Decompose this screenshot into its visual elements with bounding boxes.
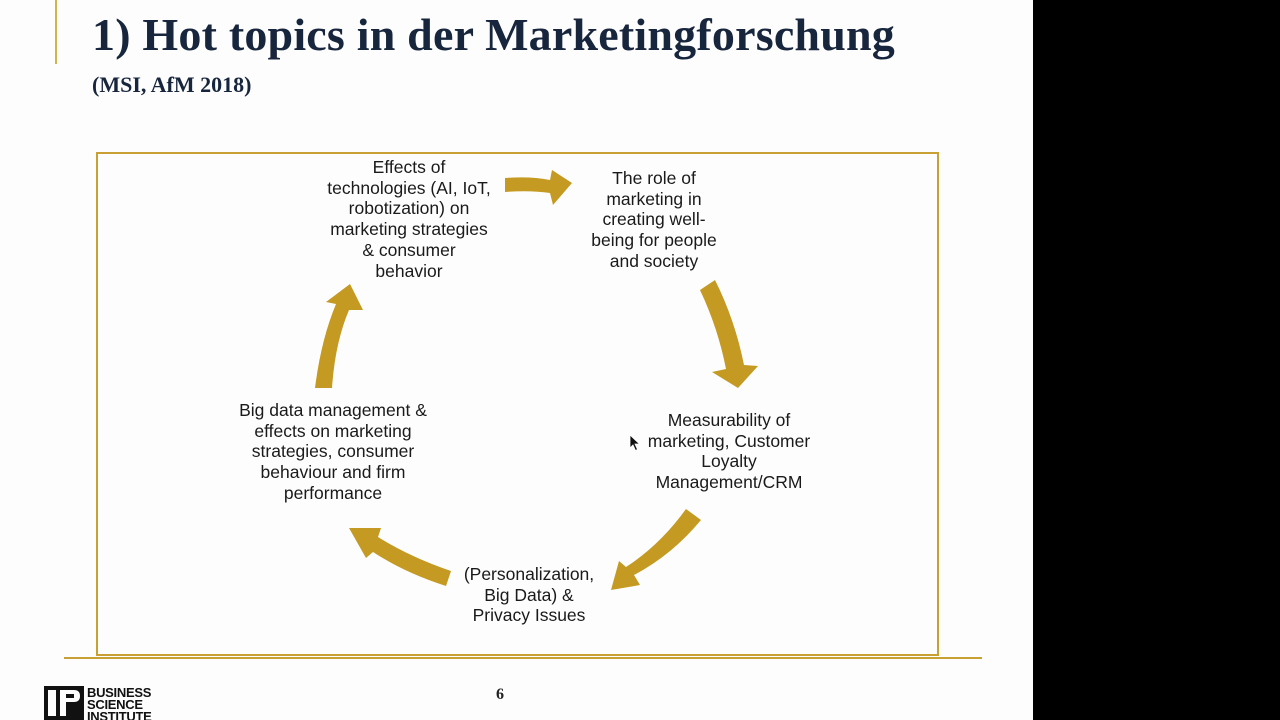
footer-rule: [64, 657, 982, 659]
mouse-pointer-icon: [629, 434, 641, 452]
page-number: 6: [496, 686, 504, 703]
cycle-arrows: [315, 170, 758, 590]
arrow-measurability-to-privacy: [611, 509, 701, 590]
logo-line-2: SCIENCE: [87, 697, 143, 712]
node-big-data: Big data management & effects on marketi…: [239, 400, 427, 503]
business-science-institute-logo: BUSINESS SCIENCE INSTITUTE: [44, 686, 174, 720]
diagram-frame: [96, 152, 939, 656]
logo-line-3: INSTITUTE: [87, 709, 152, 720]
node-technologies: Effects of technologies (AI, IoT, roboti…: [327, 157, 491, 281]
logo-line-1: BUSINESS: [87, 685, 152, 700]
slide-title: 1) Hot topics in der Marketingforschung: [92, 9, 895, 60]
logo-wordmark: BUSINESS SCIENCE INSTITUTE: [87, 685, 152, 720]
arrow-technologies-to-well-being: [505, 170, 572, 205]
node-measurability: Measurability of marketing, Customer Loy…: [647, 410, 811, 493]
bsi-logo-mark-icon: [44, 686, 84, 720]
title-accent-rule: [55, 0, 57, 64]
arrow-well-being-to-measurability: [700, 280, 758, 388]
node-well-being: The role of marketing in creating well- …: [591, 168, 717, 271]
slide: 1) Hot topics in der Marketingforschung …: [0, 0, 1033, 720]
arrow-big-data-to-technologies: [315, 284, 363, 388]
slide-subtitle: (MSI, AfM 2018): [92, 72, 252, 97]
arrow-privacy-to-big-data: [349, 528, 451, 586]
node-privacy: (Personalization, Big Data) & Privacy Is…: [463, 564, 595, 626]
